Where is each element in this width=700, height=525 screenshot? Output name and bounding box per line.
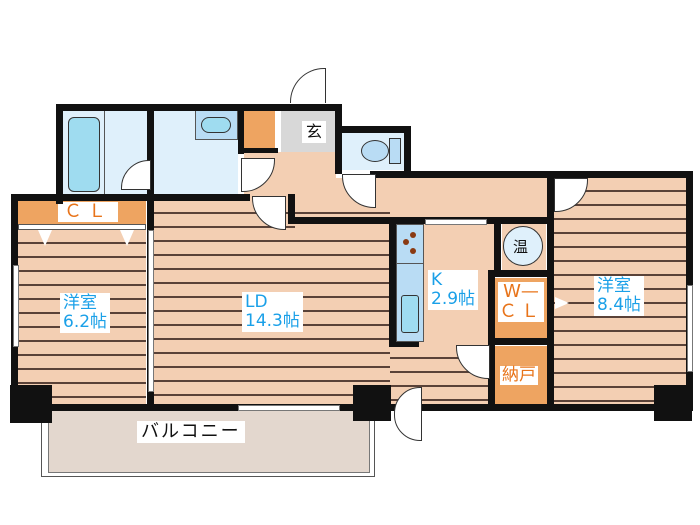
- washbasin: [201, 117, 231, 133]
- western-room-left-floor: [18, 230, 146, 408]
- burner-icon: [403, 239, 409, 245]
- toilet-bowl: [361, 140, 389, 162]
- wall: [150, 194, 250, 201]
- water-heater: [503, 226, 543, 266]
- ld-label: LD 14.3帖: [242, 292, 303, 332]
- wall: [494, 217, 501, 275]
- window: [687, 285, 693, 372]
- burner-icon: [410, 248, 416, 254]
- wall: [238, 104, 244, 154]
- wall: [56, 104, 63, 204]
- western-room-left-label: 洋室 6.2帖: [60, 293, 111, 333]
- balcony-label: バルコニー: [137, 421, 245, 443]
- wcl-line-2: ＣＬ: [499, 301, 543, 322]
- bathtub: [68, 117, 100, 192]
- bath-divider: [104, 110, 105, 198]
- room-name: 洋室: [597, 276, 631, 296]
- entrance-door[interactable]: [290, 68, 326, 103]
- wall: [335, 104, 342, 174]
- shoe-closet: [244, 110, 275, 150]
- window: [238, 405, 340, 411]
- western-room-right-label: 洋室 8.4帖: [594, 276, 645, 316]
- wall: [288, 217, 548, 224]
- wall: [488, 338, 550, 345]
- window: [13, 265, 19, 347]
- burner-icon: [410, 232, 416, 238]
- room-name: LD: [245, 292, 268, 312]
- room-size: 6.2帖: [63, 312, 108, 332]
- wall: [488, 270, 550, 277]
- wall: [147, 104, 154, 204]
- room-size: 14.3帖: [245, 311, 300, 331]
- wall: [11, 404, 693, 411]
- wall: [404, 126, 411, 178]
- water-heater-label: 温: [513, 238, 529, 256]
- window: [148, 230, 154, 392]
- wall: [370, 171, 692, 178]
- room-name: 洋室: [63, 293, 97, 313]
- column: [353, 385, 391, 421]
- kitchen-sink: [401, 295, 419, 333]
- wall: [547, 171, 554, 411]
- door-marker-triangle: [38, 230, 52, 246]
- wall: [242, 104, 342, 111]
- room-name: K: [431, 270, 443, 290]
- wall: [11, 194, 154, 201]
- wcl-line-1: W—: [503, 281, 539, 302]
- room-size: 8.4帖: [597, 295, 642, 315]
- closet-left-door-rail: [18, 224, 146, 230]
- wall: [288, 194, 295, 222]
- ld-floor: [154, 200, 390, 408]
- stove: [396, 224, 424, 264]
- closet-left-label: ＣＬ: [58, 202, 118, 222]
- column: [654, 385, 692, 421]
- wall: [389, 217, 396, 347]
- walk-in-closet-label: W— ＣＬ: [498, 282, 544, 322]
- room-size: 2.9帖: [431, 289, 476, 309]
- wall: [238, 148, 278, 153]
- window: [425, 219, 487, 225]
- door-marker-triangle: [555, 297, 569, 309]
- storage-label: 納戸: [500, 365, 538, 385]
- wall: [335, 126, 410, 133]
- entrance-label: 玄: [302, 121, 327, 143]
- wall: [389, 342, 419, 347]
- door-marker-triangle: [120, 230, 134, 246]
- kitchen-label: K 2.9帖: [428, 270, 479, 310]
- column: [10, 385, 52, 423]
- toilet-tank: [389, 138, 401, 164]
